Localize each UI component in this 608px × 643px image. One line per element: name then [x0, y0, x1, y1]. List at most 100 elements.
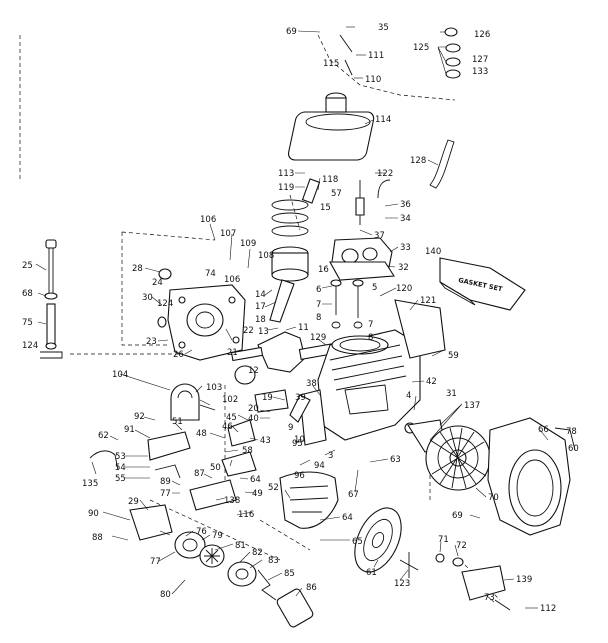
callout-64: 64: [250, 475, 261, 485]
callout-34: 34: [400, 214, 411, 224]
callout-8b: 8: [368, 333, 373, 343]
callout-81: 81: [235, 541, 246, 551]
callout-7: 7: [316, 300, 321, 310]
callout-57: 57: [331, 189, 342, 199]
callout-83: 83: [268, 556, 279, 566]
carburetor: [329, 179, 395, 281]
callout-12: 12: [248, 366, 259, 376]
callout-10: 10: [294, 435, 305, 445]
callout-63: 63: [390, 455, 401, 465]
cylinder-block: [299, 299, 446, 446]
callout-45: 45: [226, 413, 237, 423]
callout-13: 13: [258, 327, 269, 337]
callout-86: 86: [306, 583, 317, 593]
valves: [330, 279, 364, 329]
callout-75: 75: [22, 318, 33, 328]
callout-113: 113: [278, 169, 294, 179]
callout-37: 37: [374, 231, 385, 241]
callout-69: 69: [286, 27, 297, 37]
callout-80: 80: [160, 590, 171, 600]
callout-38: 38: [306, 379, 317, 389]
piston-assembly: [269, 178, 321, 323]
cap-126: [444, 27, 458, 37]
callout-124: 124: [22, 341, 38, 351]
callout-118: 118: [322, 175, 338, 185]
callout-64b: 64: [342, 513, 353, 523]
callout-85: 85: [284, 569, 295, 579]
callout-108: 108: [258, 251, 274, 261]
callout-39: 39: [295, 393, 306, 403]
callout-24: 24: [152, 278, 163, 288]
starter-assembly: [170, 383, 216, 421]
callout-88: 88: [92, 533, 103, 543]
callout-53: 53: [115, 452, 126, 462]
callout-122: 122: [377, 169, 393, 179]
callout-90: 90: [88, 509, 99, 519]
callout-79: 79: [212, 531, 223, 541]
callout-40: 40: [248, 414, 259, 424]
callout-109: 109: [240, 239, 256, 249]
callout-129: 129: [310, 333, 326, 343]
callout-123: 123: [394, 579, 410, 589]
leader-lines: [35, 26, 549, 609]
callout-46: 46: [222, 422, 233, 432]
callout-116: 116: [238, 510, 254, 520]
callout-110: 110: [365, 75, 381, 85]
callout-106: 106: [200, 215, 216, 225]
dipstick-assembly: [40, 239, 63, 359]
callout-139: 139: [516, 575, 532, 585]
callout-121: 121: [420, 296, 436, 306]
callout-43: 43: [260, 436, 271, 446]
callout-22: 22: [243, 326, 254, 336]
callout-31: 31: [446, 389, 457, 399]
callout-50: 50: [210, 463, 221, 473]
callout-68: 68: [22, 289, 33, 299]
callout-102: 102: [222, 395, 238, 405]
callout-77b: 77: [150, 557, 161, 567]
crankcase-cover: [157, 268, 246, 361]
callout-67: 67: [348, 490, 359, 500]
callout-30: 30: [142, 293, 153, 303]
callout-20: 20: [248, 404, 259, 414]
governor-linkage: [89, 389, 311, 511]
callout-14: 14: [255, 290, 266, 300]
callout-54: 54: [115, 463, 126, 473]
callout-9: 9: [288, 423, 293, 433]
fuel-tank: [287, 111, 375, 161]
callout-111: 111: [368, 51, 384, 61]
callout-120: 120: [396, 284, 412, 294]
callout-95: 95: [292, 439, 303, 449]
callout-42: 42: [426, 377, 437, 387]
bottom-right-parts: [399, 552, 511, 611]
callout-70: 70: [488, 493, 499, 503]
callout-8: 8: [316, 313, 321, 323]
callout-94: 94: [314, 461, 325, 471]
callout-66: 66: [538, 425, 549, 435]
callout-3: 3: [328, 451, 333, 461]
callout-77: 77: [160, 489, 171, 499]
callout-4: 4: [406, 391, 411, 401]
gasket-set-box: GASKET SET: [439, 257, 526, 311]
callout-59: 59: [448, 351, 459, 361]
callout-62: 62: [98, 431, 109, 441]
callout-58: 58: [242, 446, 253, 456]
callout-28: 28: [132, 264, 143, 274]
callout-125: 125: [413, 43, 429, 53]
callout-96: 96: [294, 471, 305, 481]
callout-87: 87: [194, 469, 205, 479]
callout-36: 36: [400, 200, 411, 210]
callout-11: 11: [298, 323, 309, 333]
rotating-screen: [354, 507, 402, 573]
callout-73: 73: [484, 593, 495, 603]
callout-72: 72: [456, 541, 467, 551]
callout-5: 5: [372, 283, 377, 293]
callout-18: 18: [255, 315, 266, 325]
crankshaft: [230, 331, 342, 385]
callout-35: 35: [378, 23, 389, 33]
callout-49: 49: [252, 489, 263, 499]
callout-137: 137: [464, 401, 480, 411]
lower-starter-parts: [129, 504, 314, 628]
blower-housing: [487, 417, 576, 536]
callout-140: 140: [425, 247, 441, 257]
